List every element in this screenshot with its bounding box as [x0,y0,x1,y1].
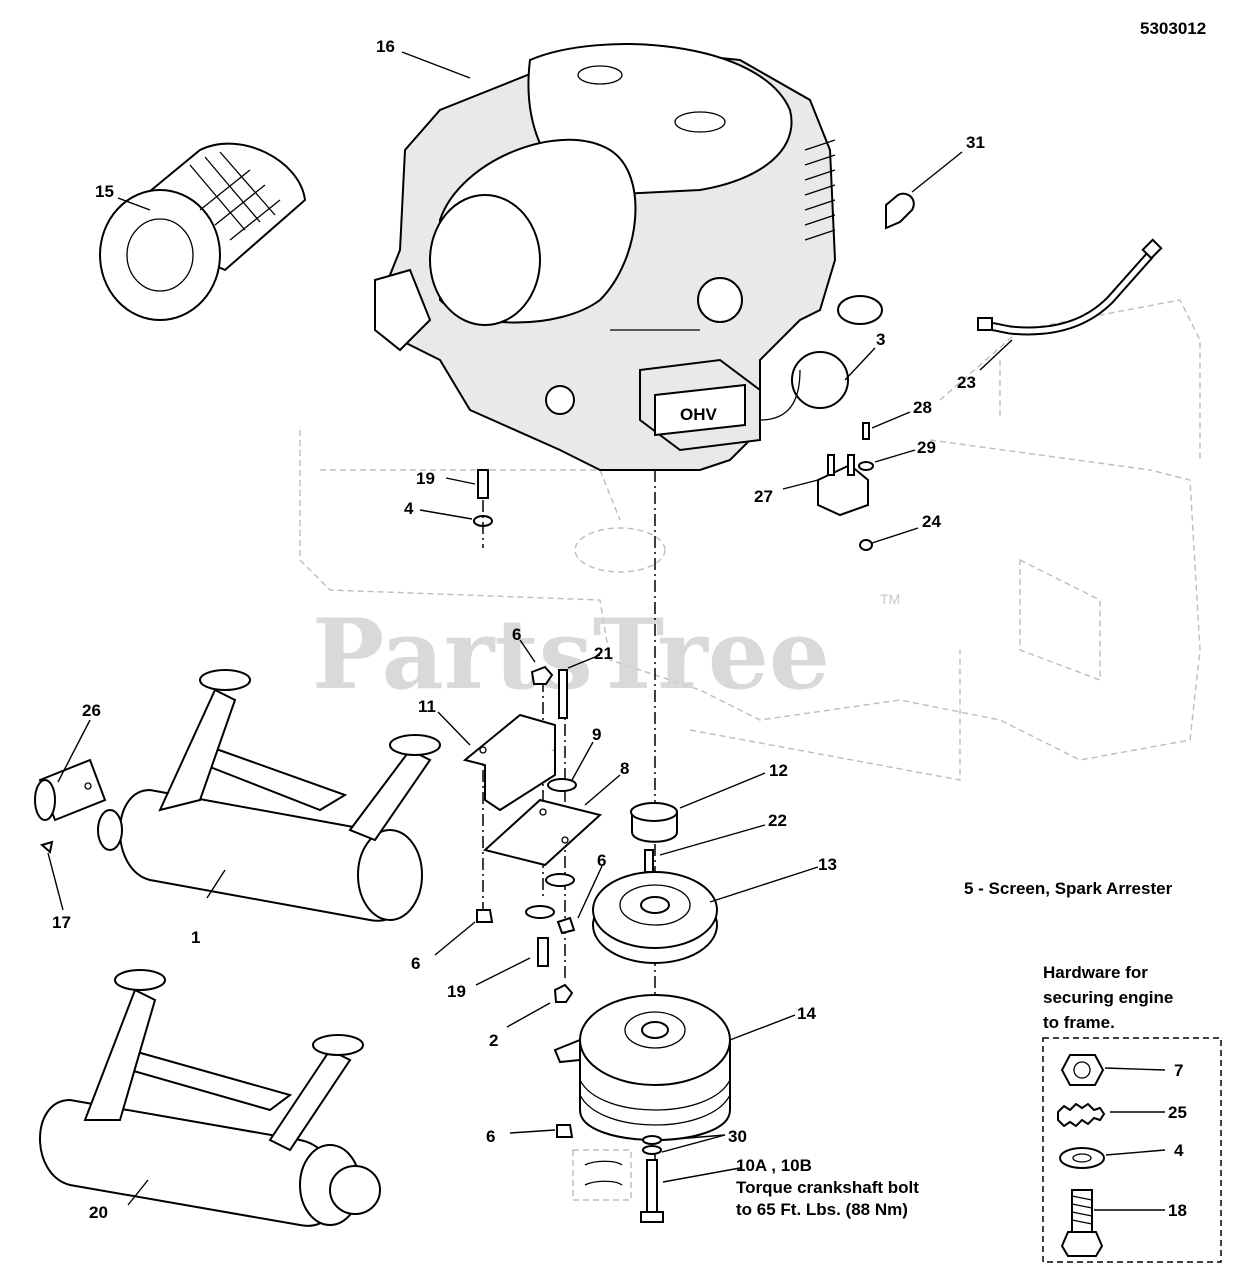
parts-tree-watermark: PartsTree TM [312,591,900,711]
engine-assembly: OHV [374,43,883,471]
callout-24: 24 [922,512,941,531]
hardware-title-line1: Hardware for [1043,963,1148,982]
spark-arrester [34,758,107,822]
callout-15: 15 [95,182,114,201]
fuel-line [977,238,1163,336]
air-filter [99,142,307,321]
muffler-1 [97,669,441,922]
callout-8: 8 [620,759,629,778]
callout-9: 9 [592,725,601,744]
callout-22: 22 [768,811,787,830]
watermark-text: PartsTree [312,598,830,711]
leader-lines [47,51,1166,1211]
notes: 5 - Screen, Spark Arrester Torque cranks… [736,879,1173,1219]
callout-25: 25 [1168,1103,1187,1122]
watermark-trademark: TM [880,591,900,607]
engine-badge: OHV [680,405,718,424]
callout-28: 28 [913,398,932,417]
callout-29: 29 [917,438,936,457]
callout-19-lower: 19 [447,982,466,1001]
callout-2: 2 [489,1031,498,1050]
callout-17: 17 [52,913,71,932]
lock-washer-25 [1057,1102,1106,1128]
callout-7: 7 [1174,1061,1183,1080]
hardware-box [1042,1037,1222,1263]
muffler-20 [39,969,381,1227]
torque-note-line1: Torque crankshaft bolt [736,1178,919,1197]
bracket-and-plate [462,665,603,1138]
callout-11: 11 [418,697,436,716]
callout-23: 23 [957,373,976,392]
screw-17 [39,840,54,854]
callout-4-upper: 4 [404,499,414,518]
hex-nut-7 [1060,1054,1105,1086]
callout-18: 18 [1168,1201,1187,1220]
engine-mount-bolt [473,469,493,548]
callout-labels: 16 15 31 3 23 28 29 27 24 19 4 6 21 11 9… [52,37,1187,1222]
callout-27: 27 [754,487,773,506]
washer-4 [1059,1147,1105,1169]
callout-20: 20 [89,1203,108,1222]
pto-components [553,802,731,1223]
callout-30: 30 [728,1127,747,1146]
callout-10a-10b: 10A , 10B [736,1156,812,1175]
callout-13: 13 [818,855,837,874]
callout-12: 12 [769,761,788,780]
clamp [885,192,915,230]
spark-arrester-note: 5 - Screen, Spark Arrester [964,879,1173,898]
torque-note-line2: to 65 Ft. Lbs. (88 Nm) [736,1200,908,1219]
callout-6-mid: 6 [597,851,606,870]
diagram-number: 5303012 [1140,19,1206,38]
callout-14: 14 [797,1004,816,1023]
callout-3: 3 [876,330,885,349]
callout-4-box: 4 [1174,1141,1184,1160]
callout-6-top: 6 [512,625,521,644]
callout-31: 31 [966,133,985,152]
callout-6-bottom: 6 [486,1127,495,1146]
callout-1: 1 [191,928,200,947]
solenoid [817,422,874,551]
callout-21: 21 [594,644,613,663]
callout-6-left: 6 [411,954,420,973]
callout-26: 26 [82,701,101,720]
hardware-title-line2: securing engine [1043,988,1173,1007]
hardware-title-line3: to frame. [1043,1013,1115,1032]
callout-16: 16 [376,37,395,56]
callout-19-upper: 19 [416,469,435,488]
